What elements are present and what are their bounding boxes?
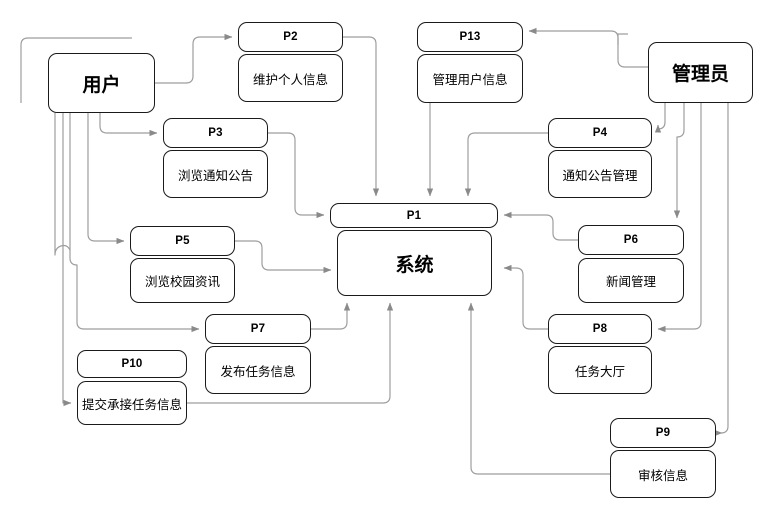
process-p10-code: P10 bbox=[121, 358, 143, 370]
process-p8-code: P8 bbox=[592, 323, 608, 335]
flow-user-to-p5 bbox=[87, 113, 125, 245]
process-p4-code: P4 bbox=[592, 127, 608, 139]
process-p2-body[interactable]: 维护个人信息 bbox=[238, 54, 343, 102]
process-p3-label: 浏览通知公告 bbox=[177, 168, 253, 183]
process-p5-code: P5 bbox=[175, 235, 190, 247]
process-p10-header[interactable]: P10 bbox=[77, 350, 187, 378]
process-p10-label: 提交承接任务信息 bbox=[81, 397, 182, 412]
process-p7-label: 发布任务信息 bbox=[220, 364, 296, 379]
flow-user-to-p2 bbox=[155, 33, 233, 84]
process-p8-body[interactable]: 任务大厅 bbox=[548, 346, 652, 394]
actor-user-label: 用户 bbox=[82, 74, 121, 96]
flow-admin-to-p4 bbox=[654, 103, 666, 133]
actor-admin[interactable]: 管理员 bbox=[648, 42, 753, 103]
process-p6-label: 新闻管理 bbox=[605, 275, 656, 289]
process-p5-header[interactable]: P5 bbox=[130, 226, 235, 256]
process-p13-header[interactable]: P13 bbox=[417, 22, 523, 52]
process-p6-body[interactable]: 新闻管理 bbox=[578, 258, 684, 303]
flow-p2-to-p1 bbox=[343, 36, 380, 197]
flow-admin-to-p13-arrow bbox=[528, 27, 619, 45]
flow-p3-to-p1 bbox=[268, 132, 325, 219]
flow-user-vertical-jump bbox=[54, 113, 71, 256]
system-header[interactable]: P1 bbox=[330, 203, 498, 228]
process-p7-header[interactable]: P7 bbox=[205, 314, 311, 344]
process-p3-header[interactable]: P3 bbox=[163, 118, 268, 148]
process-p7-code: P7 bbox=[250, 323, 266, 335]
flow-p8-to-p1 bbox=[503, 264, 548, 330]
process-p13-code: P13 bbox=[459, 31, 481, 43]
process-p3-code: P3 bbox=[208, 127, 223, 139]
flow-user-left-bracket bbox=[20, 37, 132, 103]
process-p7-body[interactable]: 发布任务信息 bbox=[205, 346, 311, 394]
process-p3-body[interactable]: 浏览通知公告 bbox=[163, 150, 268, 198]
flow-p4-to-p1 bbox=[464, 132, 548, 197]
process-p2-code: P2 bbox=[283, 31, 298, 43]
system-label: 系统 bbox=[395, 254, 434, 276]
process-p6-header[interactable]: P6 bbox=[578, 225, 684, 255]
process-p2-header[interactable]: P2 bbox=[238, 22, 343, 52]
flow-p10-to-p1 bbox=[187, 302, 394, 404]
process-p2-label: 维护个人信息 bbox=[252, 72, 328, 87]
process-p5-label: 浏览校园资讯 bbox=[144, 275, 220, 289]
actor-admin-label: 管理员 bbox=[671, 64, 729, 85]
process-p9-code: P9 bbox=[655, 427, 671, 439]
flow-admin-to-p13 bbox=[617, 33, 648, 68]
flow-admin-to-p9 bbox=[714, 103, 729, 437]
flow-p6-to-p1 bbox=[503, 211, 578, 241]
process-p6-code: P6 bbox=[623, 234, 639, 246]
process-p9-label: 审核信息 bbox=[637, 468, 688, 483]
flow-user-to-p10 bbox=[62, 113, 72, 407]
system-body[interactable]: 系统 bbox=[337, 230, 492, 296]
process-p13-body[interactable]: 管理用户信息 bbox=[417, 54, 523, 103]
flow-p7-to-p1 bbox=[311, 302, 351, 330]
flow-admin-to-p6 bbox=[673, 103, 685, 219]
actor-user[interactable]: 用户 bbox=[48, 53, 155, 113]
process-p5-body[interactable]: 浏览校园资讯 bbox=[130, 258, 235, 303]
process-p4-header[interactable]: P4 bbox=[548, 118, 652, 148]
flow-p9-to-p1 bbox=[467, 302, 610, 475]
process-p9-body[interactable]: 审核信息 bbox=[610, 450, 716, 498]
flow-admin-to-p8 bbox=[657, 103, 702, 333]
process-p9-header[interactable]: P9 bbox=[610, 418, 716, 448]
system-code: P1 bbox=[406, 209, 422, 222]
process-p13-label: 管理用户信息 bbox=[432, 73, 508, 87]
process-p10-body[interactable]: 提交承接任务信息 bbox=[77, 381, 187, 425]
process-p8-header[interactable]: P8 bbox=[548, 314, 652, 344]
process-p4-label: 通知公告管理 bbox=[562, 168, 638, 183]
flow-user-to-p7 bbox=[69, 113, 200, 333]
flow-user-to-p3 bbox=[99, 113, 158, 137]
process-p4-body[interactable]: 通知公告管理 bbox=[548, 150, 652, 198]
flow-p5-to-p1 bbox=[235, 240, 332, 274]
process-p8-label: 任务大厅 bbox=[574, 364, 625, 379]
